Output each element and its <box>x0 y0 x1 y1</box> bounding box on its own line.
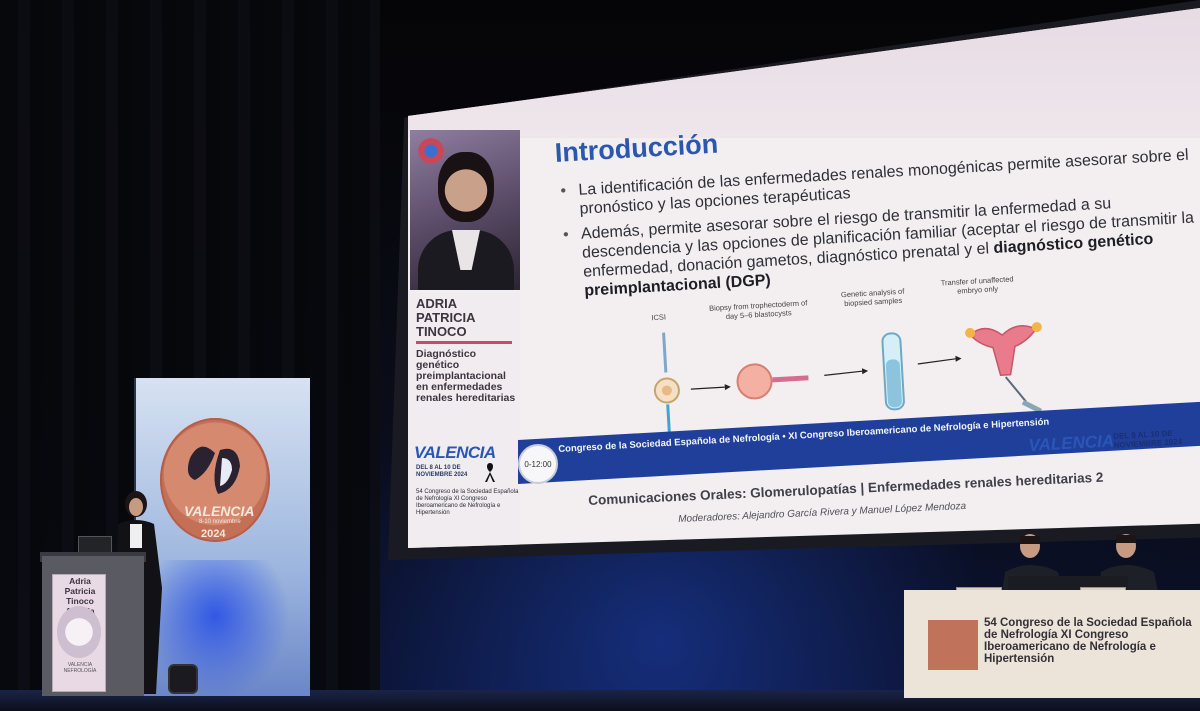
valencia-logo: VALENCIA <box>414 443 496 462</box>
arrow-icon <box>690 386 725 390</box>
table-logo-icon <box>928 620 978 670</box>
speaker-name: ADRIA PATRICIA TINOCO <box>416 296 475 339</box>
arrow-icon <box>824 370 863 376</box>
podium-logo-icon <box>57 606 101 658</box>
timer-badge: 0-12:00 <box>518 444 558 484</box>
divider <box>416 341 512 344</box>
icsi-icon <box>653 332 680 433</box>
uterus-icon <box>965 322 1042 414</box>
slide-content: Introducción La identificación de las en… <box>518 16 1200 486</box>
step-label-transfer: Transfer of unaffected embryo only <box>940 274 1014 296</box>
ribbon-icon <box>485 463 495 482</box>
dgp-diagram: ICSI Biopsy from trophectoderm of day 5–… <box>638 274 1166 456</box>
speaker-video <box>410 130 520 290</box>
blastocyst-icon <box>736 363 809 400</box>
step-label-icsi: ICSI <box>651 312 667 323</box>
arrow-icon <box>917 358 956 365</box>
test-tube-icon <box>881 332 905 411</box>
blue-stage-light <box>140 560 290 700</box>
congress-dates: DEL 8 AL 10 DE NOVIEMBRE 2024 <box>416 465 468 478</box>
congress-name: 54 Congreso de la Sociedad Española de N… <box>416 489 519 516</box>
slide-title: Introducción <box>554 128 719 168</box>
congress-logo-icon <box>160 418 270 542</box>
dgp-diagram-graphic <box>653 322 1042 433</box>
standee-valencia-logo: VALENCIA <box>184 503 255 519</box>
table-congress-text: 54 Congreso de la Sociedad Española de N… <box>984 617 1192 665</box>
stage-spotlight <box>168 664 198 694</box>
standee-date: 8-10 noviembre <box>199 519 241 525</box>
standee-year: 2024 <box>201 528 226 540</box>
speaker-info-panel: ADRIA PATRICIA TINOCO Diagnóstico genéti… <box>410 293 520 548</box>
podium-subtitle: VALENCIA NEFROLOGÍA <box>63 662 97 674</box>
step-label-biopsy: Biopsy from trophectoderm of day 5–6 bla… <box>708 298 808 321</box>
speaker-head <box>438 152 494 222</box>
step-label-genetic-analysis: Genetic analysis of biopsied samples <box>840 286 905 309</box>
congress-logo-icon <box>416 136 446 166</box>
talk-title: Diagnóstico genético preimplantacional e… <box>416 348 516 404</box>
